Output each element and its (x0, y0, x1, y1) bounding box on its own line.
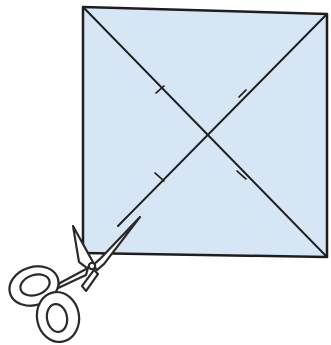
scissors-pivot (89, 263, 95, 269)
